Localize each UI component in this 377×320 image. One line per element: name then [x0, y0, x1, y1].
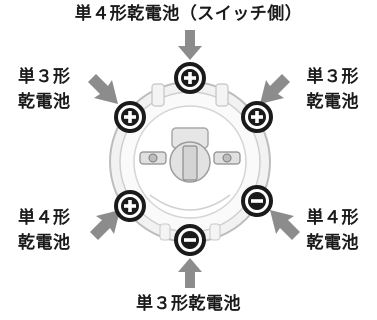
- label-lower-left: 単４形 乾電池: [18, 206, 71, 256]
- minus-terminal-icon-lower-right: [241, 185, 273, 217]
- label-bottom: 単３形乾電池: [136, 294, 241, 314]
- label-lower-right: 単４形 乾電池: [307, 206, 360, 256]
- arrow-lower-right: [270, 210, 300, 240]
- plus-terminal-icon-upper-right: [241, 101, 273, 133]
- arrow-bottom: [178, 258, 202, 288]
- label-lower-left-line2: 乾電池: [18, 233, 71, 253]
- arrow-upper-right: [260, 74, 290, 104]
- plus-terminal-icon-top: [174, 62, 206, 94]
- label-upper-right: 単３形 乾電池: [307, 65, 360, 115]
- arrow-lower-left: [90, 210, 120, 240]
- terminal-bar-vertical: [255, 111, 259, 123]
- terminal-bar-vertical: [188, 72, 192, 84]
- arrow-upper-left: [88, 74, 118, 104]
- label-lower-right-line2: 乾電池: [306, 233, 359, 253]
- terminal-bar-vertical: [128, 111, 132, 123]
- label-top-aaa-switch-side: 単４形乾電池（スイッチ側）: [74, 4, 303, 24]
- label-lower-left-line1: 単４形: [18, 208, 71, 228]
- label-upper-right-line2: 乾電池: [306, 92, 359, 112]
- plus-terminal-icon-lower-left: [114, 190, 146, 222]
- label-upper-left: 単３形 乾電池: [18, 65, 71, 115]
- terminal-bar-vertical: [128, 200, 132, 212]
- label-upper-right-line1: 単３形: [306, 67, 359, 87]
- label-lower-right-line1: 単４形: [306, 208, 359, 228]
- label-upper-left-line2: 乾電池: [18, 92, 71, 112]
- minus-terminal-icon-bottom: [174, 224, 206, 256]
- battery-holder-body: [109, 81, 271, 243]
- label-upper-left-line1: 単３形: [18, 67, 71, 87]
- terminal-bar-horizontal: [251, 199, 263, 203]
- terminal-bar-horizontal: [184, 238, 196, 242]
- plus-terminal-icon-upper-left: [114, 101, 146, 133]
- arrow-top: [178, 30, 202, 60]
